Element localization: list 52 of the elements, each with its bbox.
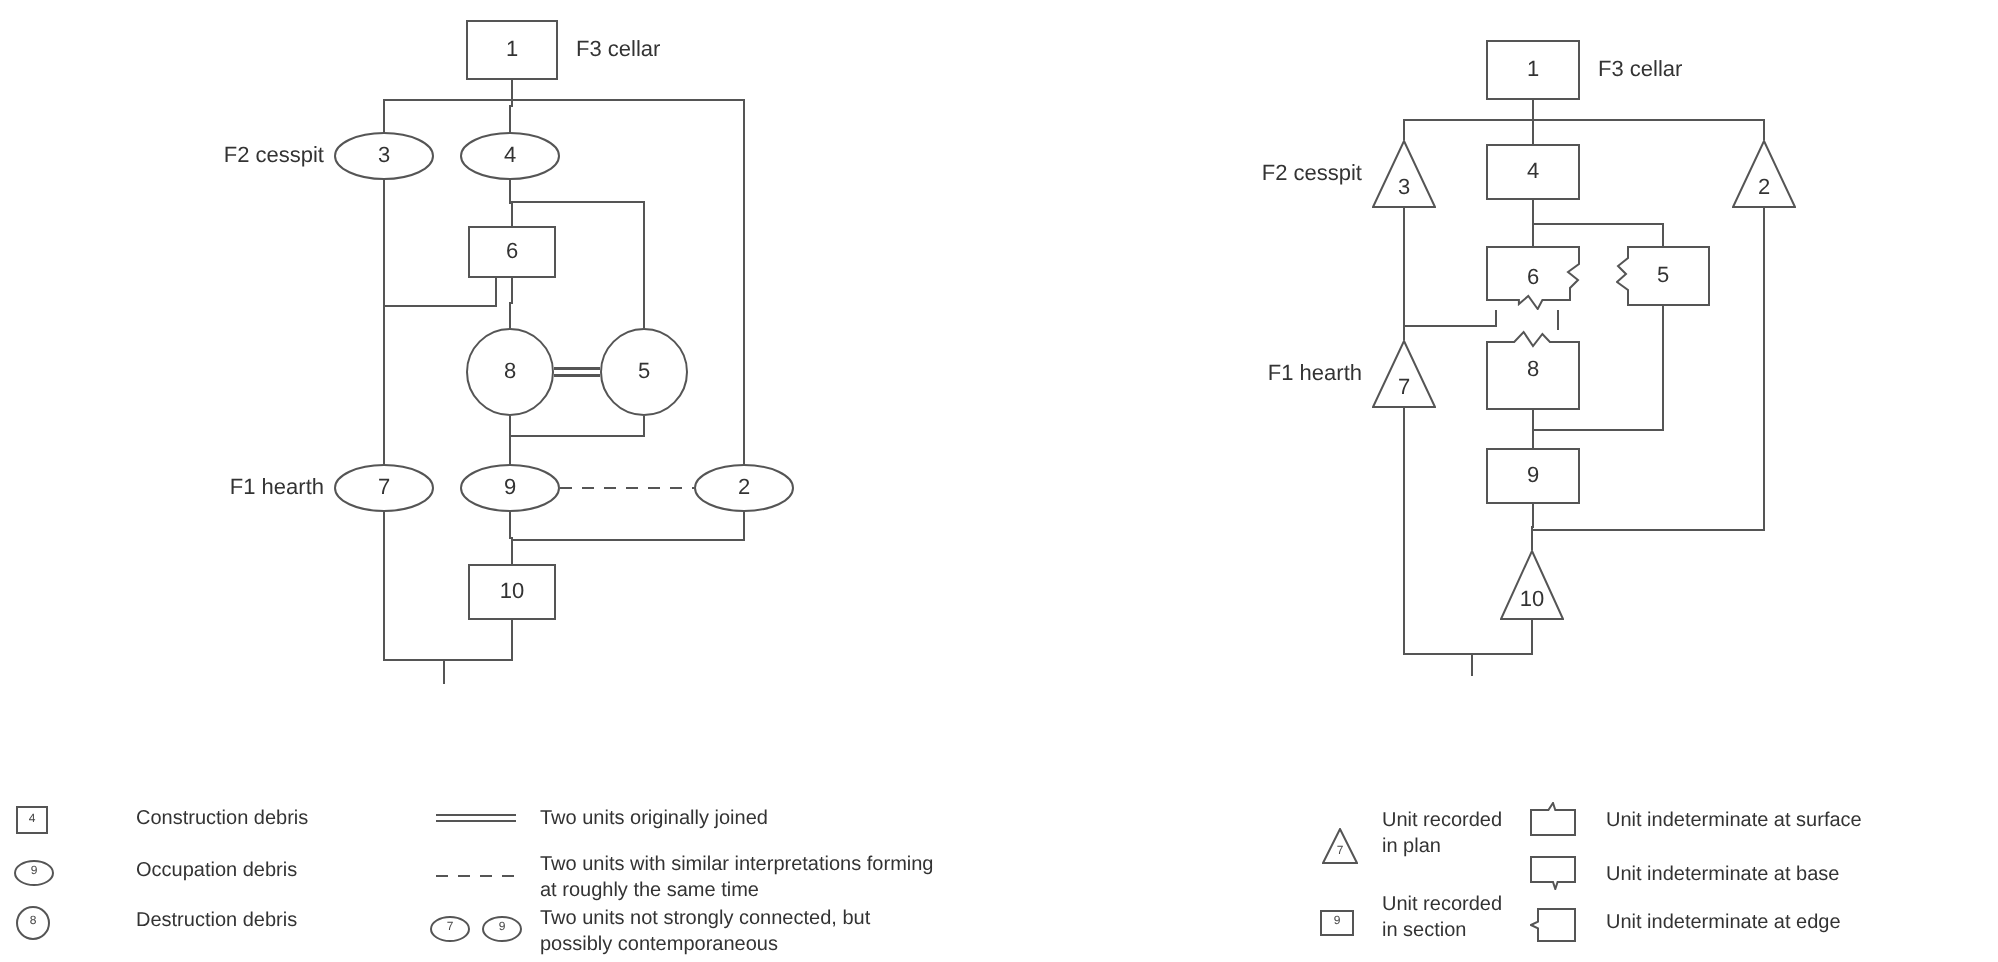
unit-box: 4 <box>1486 144 1580 200</box>
matrix-line <box>1532 305 1664 449</box>
matrix-line <box>511 79 745 465</box>
matrix-line <box>1532 199 1664 247</box>
unit-ellipse: 3 <box>334 132 434 180</box>
feature-label: F3 cellar <box>1598 56 1683 86</box>
unit-box: 1 <box>466 20 558 80</box>
matrix-line <box>1557 309 1559 331</box>
unit-triangle: 3 <box>1372 140 1436 208</box>
unit-box: 8 <box>1486 330 1580 410</box>
matrix-line <box>509 415 645 465</box>
unit-box: 9 <box>1486 448 1580 504</box>
legend-text: Two units with similar interpretations forming at roughly the same time <box>540 852 936 904</box>
matrix-line <box>509 179 645 329</box>
unit-ellipse: 7 <box>334 464 434 512</box>
legend-text: Unit recorded in section <box>1382 892 1505 944</box>
unit-box: 5 <box>1616 246 1710 306</box>
matrix-line <box>509 277 513 329</box>
unit-box: 10 <box>468 564 556 620</box>
unit-ellipse: 9 <box>460 464 560 512</box>
feature-label: F2 cesspit <box>1261 160 1362 190</box>
legend-text: Construction debris <box>136 806 311 832</box>
unit-triangle: 7 <box>1372 340 1436 408</box>
matrix-line <box>383 277 497 465</box>
legend-text: Unit indeterminate at edge <box>1606 910 1843 936</box>
feature-label: F1 hearth <box>229 474 324 504</box>
matrix-line <box>1531 207 1765 551</box>
unit-triangle: 10 <box>1500 550 1564 620</box>
matrix-line <box>443 619 513 685</box>
double-line-connector <box>554 367 600 377</box>
feature-label: F3 cellar <box>576 36 661 66</box>
legend-text: Unit indeterminate at base <box>1606 862 1842 888</box>
unit-circle: 8 <box>466 328 554 416</box>
unit-triangle: 2 <box>1732 140 1796 208</box>
legend-text: Two units originally joined <box>540 806 770 832</box>
matrix-line <box>1403 309 1497 341</box>
dashed-connector <box>559 487 695 489</box>
legend-text: Occupation debris <box>136 858 300 884</box>
legend-text: Destruction debris <box>136 908 300 934</box>
feature-label: F2 cesspit <box>223 142 324 172</box>
matrix-line <box>1471 619 1533 677</box>
matrix-line <box>511 511 745 565</box>
feature-label: F1 hearth <box>1267 360 1362 390</box>
unit-circle: 5 <box>600 328 688 416</box>
legend-text: Two units not strongly connected, but possibly contemporaneous <box>540 906 873 958</box>
legend-text: Unit indeterminate at surface <box>1606 808 1864 834</box>
unit-ellipse: 4 <box>460 132 560 180</box>
unit-box: 6 <box>468 226 556 278</box>
unit-box: 6 <box>1486 246 1580 310</box>
unit-ellipse: 2 <box>694 464 794 512</box>
legend-text: Unit recorded in plan <box>1382 808 1505 860</box>
unit-box: 1 <box>1486 40 1580 100</box>
